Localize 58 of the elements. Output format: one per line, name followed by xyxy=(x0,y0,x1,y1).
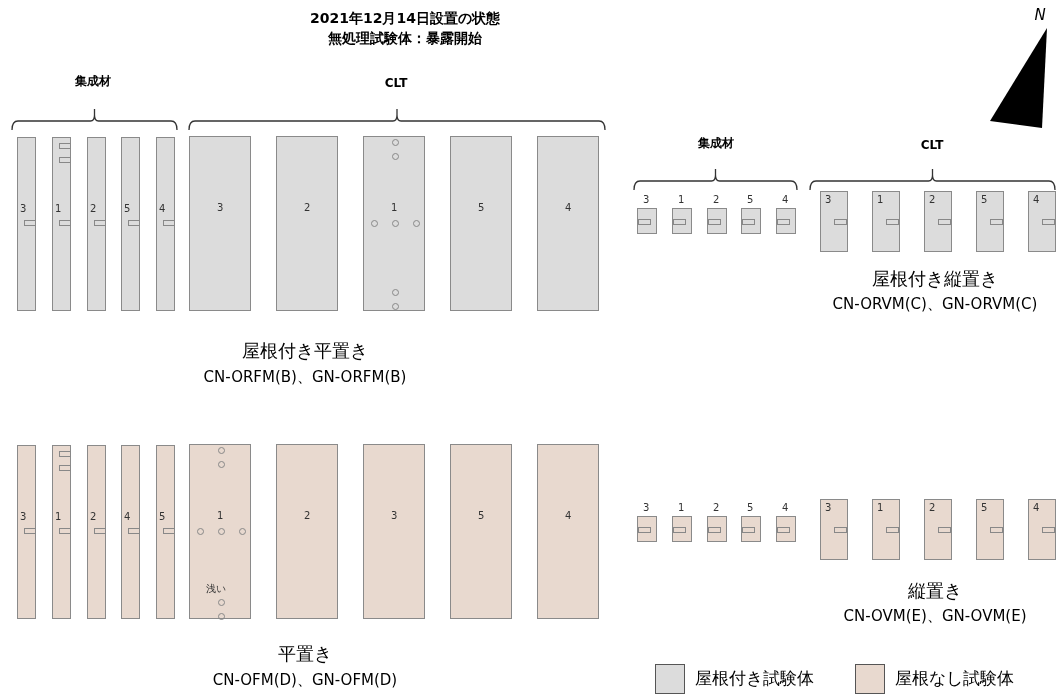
specimen-number: 5 xyxy=(981,502,988,514)
specimen-number: 5 xyxy=(747,194,754,206)
specimen-number: 5 xyxy=(747,502,754,514)
specimen-number: 5 xyxy=(478,202,485,214)
specimen-number: 4 xyxy=(159,203,166,215)
specimen-number: 4 xyxy=(565,510,572,522)
specimen-number: 2 xyxy=(929,502,936,514)
section-code: CN-OVM(E)、GN-OVM(E) xyxy=(843,607,1027,625)
specimen-number: 3 xyxy=(20,203,27,215)
specimen-number: 4 xyxy=(1033,194,1040,206)
specimen-note: 浅い xyxy=(206,583,226,595)
specimen-number: 1 xyxy=(678,502,685,514)
specimen-number: 5 xyxy=(124,203,131,215)
legend-text: 屋根なし試験体 xyxy=(895,667,1014,690)
specimen-number: 5 xyxy=(159,511,166,523)
specimen-number: 2 xyxy=(304,510,311,522)
group-label: 集成材 xyxy=(75,74,111,89)
specimen-number: 3 xyxy=(20,511,27,523)
specimen-number: 3 xyxy=(825,502,832,514)
specimen-number: 2 xyxy=(304,202,311,214)
specimen-number: 2 xyxy=(929,194,936,206)
legend-text: 屋根付き試験体 xyxy=(695,667,814,690)
specimen-number: 4 xyxy=(782,502,789,514)
specimen-number: 1 xyxy=(877,194,884,206)
group-label: CLT xyxy=(920,138,944,153)
specimen-number: 3 xyxy=(391,510,398,522)
north-label: N xyxy=(1034,6,1046,24)
specimen-number: 1 xyxy=(391,202,398,214)
section-title: 縦置き xyxy=(908,580,962,602)
specimen-number: 3 xyxy=(643,502,650,514)
specimen-number: 1 xyxy=(55,203,62,215)
specimen-number: 2 xyxy=(90,203,97,215)
specimen-number: 1 xyxy=(217,510,224,522)
section-code: CN-OFM(D)、GN-OFM(D) xyxy=(212,671,398,689)
title: 2021年12月14日設置の状態 xyxy=(310,10,500,27)
specimen-number: 5 xyxy=(478,510,485,522)
subtitle: 無処理試験体：暴露開始 xyxy=(328,30,482,47)
specimen-number: 4 xyxy=(565,202,572,214)
section-title: 屋根付き平置き xyxy=(242,340,368,362)
specimen-number: 4 xyxy=(124,511,131,523)
section-code: CN-ORVM(C)、GN-ORVM(C) xyxy=(832,295,1038,313)
specimen-number: 1 xyxy=(877,502,884,514)
specimen-number: 3 xyxy=(643,194,650,206)
specimen-number: 1 xyxy=(678,194,685,206)
specimen-number: 3 xyxy=(217,202,224,214)
specimen-number: 4 xyxy=(1033,502,1040,514)
section-title: 屋根付き縦置き xyxy=(872,268,998,290)
specimen-number: 4 xyxy=(782,194,789,206)
specimen-number: 2 xyxy=(90,511,97,523)
group-label: CLT xyxy=(384,76,408,91)
specimen-number: 2 xyxy=(713,194,720,206)
section-code: CN-ORFM(B)、GN-ORFM(B) xyxy=(203,368,407,386)
specimen-number: 5 xyxy=(981,194,988,206)
group-label: 集成材 xyxy=(698,136,734,151)
specimen-number: 2 xyxy=(713,502,720,514)
specimen-number: 1 xyxy=(55,511,62,523)
specimen-number: 3 xyxy=(825,194,832,206)
section-title: 平置き xyxy=(278,643,332,665)
